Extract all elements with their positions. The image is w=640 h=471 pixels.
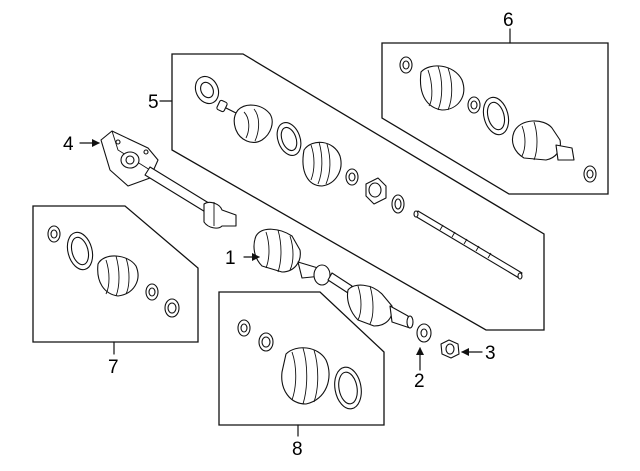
washer	[417, 324, 431, 342]
panel-8-parts	[238, 320, 364, 411]
callout-2: 2	[414, 371, 425, 392]
bearing-bracket	[101, 131, 158, 186]
callout-6: 6	[503, 10, 514, 31]
panel-5-inner-joint	[191, 73, 404, 213]
panel-5	[172, 54, 544, 330]
panel-7	[33, 206, 198, 342]
panel-8	[219, 292, 384, 425]
panel-6-parts	[400, 57, 596, 182]
callout-4: 4	[63, 134, 74, 155]
callout-7: 7	[108, 357, 119, 378]
panel-7-parts	[48, 226, 179, 317]
callout-5: 5	[148, 92, 159, 113]
callout-3: 3	[485, 343, 496, 364]
callout-leaders	[80, 29, 510, 436]
hex-nut	[441, 340, 459, 358]
callout-1: 1	[225, 248, 236, 269]
callout-8: 8	[292, 439, 303, 460]
panel-5-shaft	[414, 211, 522, 279]
panel-6	[382, 43, 608, 194]
axle-assembly	[101, 131, 413, 328]
